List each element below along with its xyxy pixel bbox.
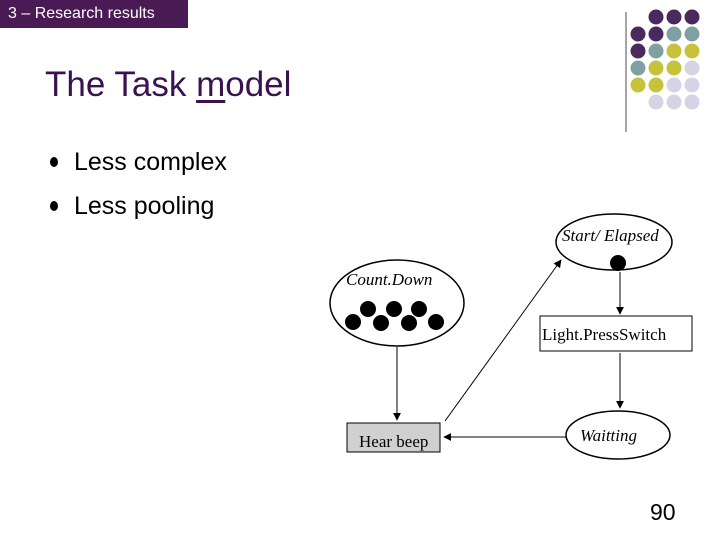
node-hear-beep: Hear beep [346, 422, 441, 453]
bullet-icon [50, 157, 58, 167]
bullet-icon [50, 201, 58, 211]
node-count-down: Count.Down [329, 259, 465, 347]
decorative-dot [630, 26, 646, 42]
decorative-dot [666, 26, 682, 42]
decorative-dot [648, 60, 664, 76]
token-dot [428, 314, 444, 330]
node-start-elapsed-label: Start/ Elapsed [562, 226, 659, 245]
decorative-dot [684, 43, 700, 59]
section-tab: 3 – Research results [0, 0, 188, 28]
node-waiting: Waitting [565, 410, 671, 460]
page-number: 90 [650, 499, 676, 525]
decorative-dot [648, 9, 664, 25]
decorative-dot [684, 77, 700, 93]
token-dot [386, 301, 402, 317]
decorative-dot [684, 94, 700, 110]
decorative-dot [684, 60, 700, 76]
decorative-dot [666, 77, 682, 93]
decorative-dot [648, 94, 664, 110]
token-dot [360, 301, 376, 317]
decorative-dot [630, 43, 646, 59]
decorative-dot [666, 60, 682, 76]
token-dot [345, 314, 361, 330]
token-dot [411, 301, 427, 317]
decorative-dot [666, 94, 682, 110]
bullet-item: Less complex [50, 140, 227, 184]
node-waiting-label: Waitting [580, 426, 637, 445]
node-hear-beep-label: Hear beep [359, 432, 428, 451]
bullet-item: Less pooling [50, 184, 227, 228]
bullet-list: Less complex Less pooling [50, 140, 227, 228]
node-start-elapsed: Start/ Elapsed [555, 213, 673, 271]
slide-title: The Task model [45, 65, 292, 104]
decorative-dot-grid [625, 9, 700, 132]
decorative-dot [666, 43, 682, 59]
token-dot [610, 255, 626, 271]
decorative-dot [630, 60, 646, 76]
decorative-dot [648, 77, 664, 93]
node-light-press-switch: Light.PressSwitch [539, 315, 693, 352]
decorative-dot [666, 9, 682, 25]
decorative-dot [684, 9, 700, 25]
arrow-hear-beep-to-start [444, 259, 562, 422]
node-light-press-switch-label: Light.PressSwitch [542, 325, 667, 344]
decorative-dot [648, 26, 664, 42]
decorative-dot [630, 77, 646, 93]
node-count-down-label: Count.Down [346, 270, 432, 289]
token-dot [373, 315, 389, 331]
decorative-dot [684, 26, 700, 42]
decorative-dot [648, 43, 664, 59]
token-dot [401, 315, 417, 331]
